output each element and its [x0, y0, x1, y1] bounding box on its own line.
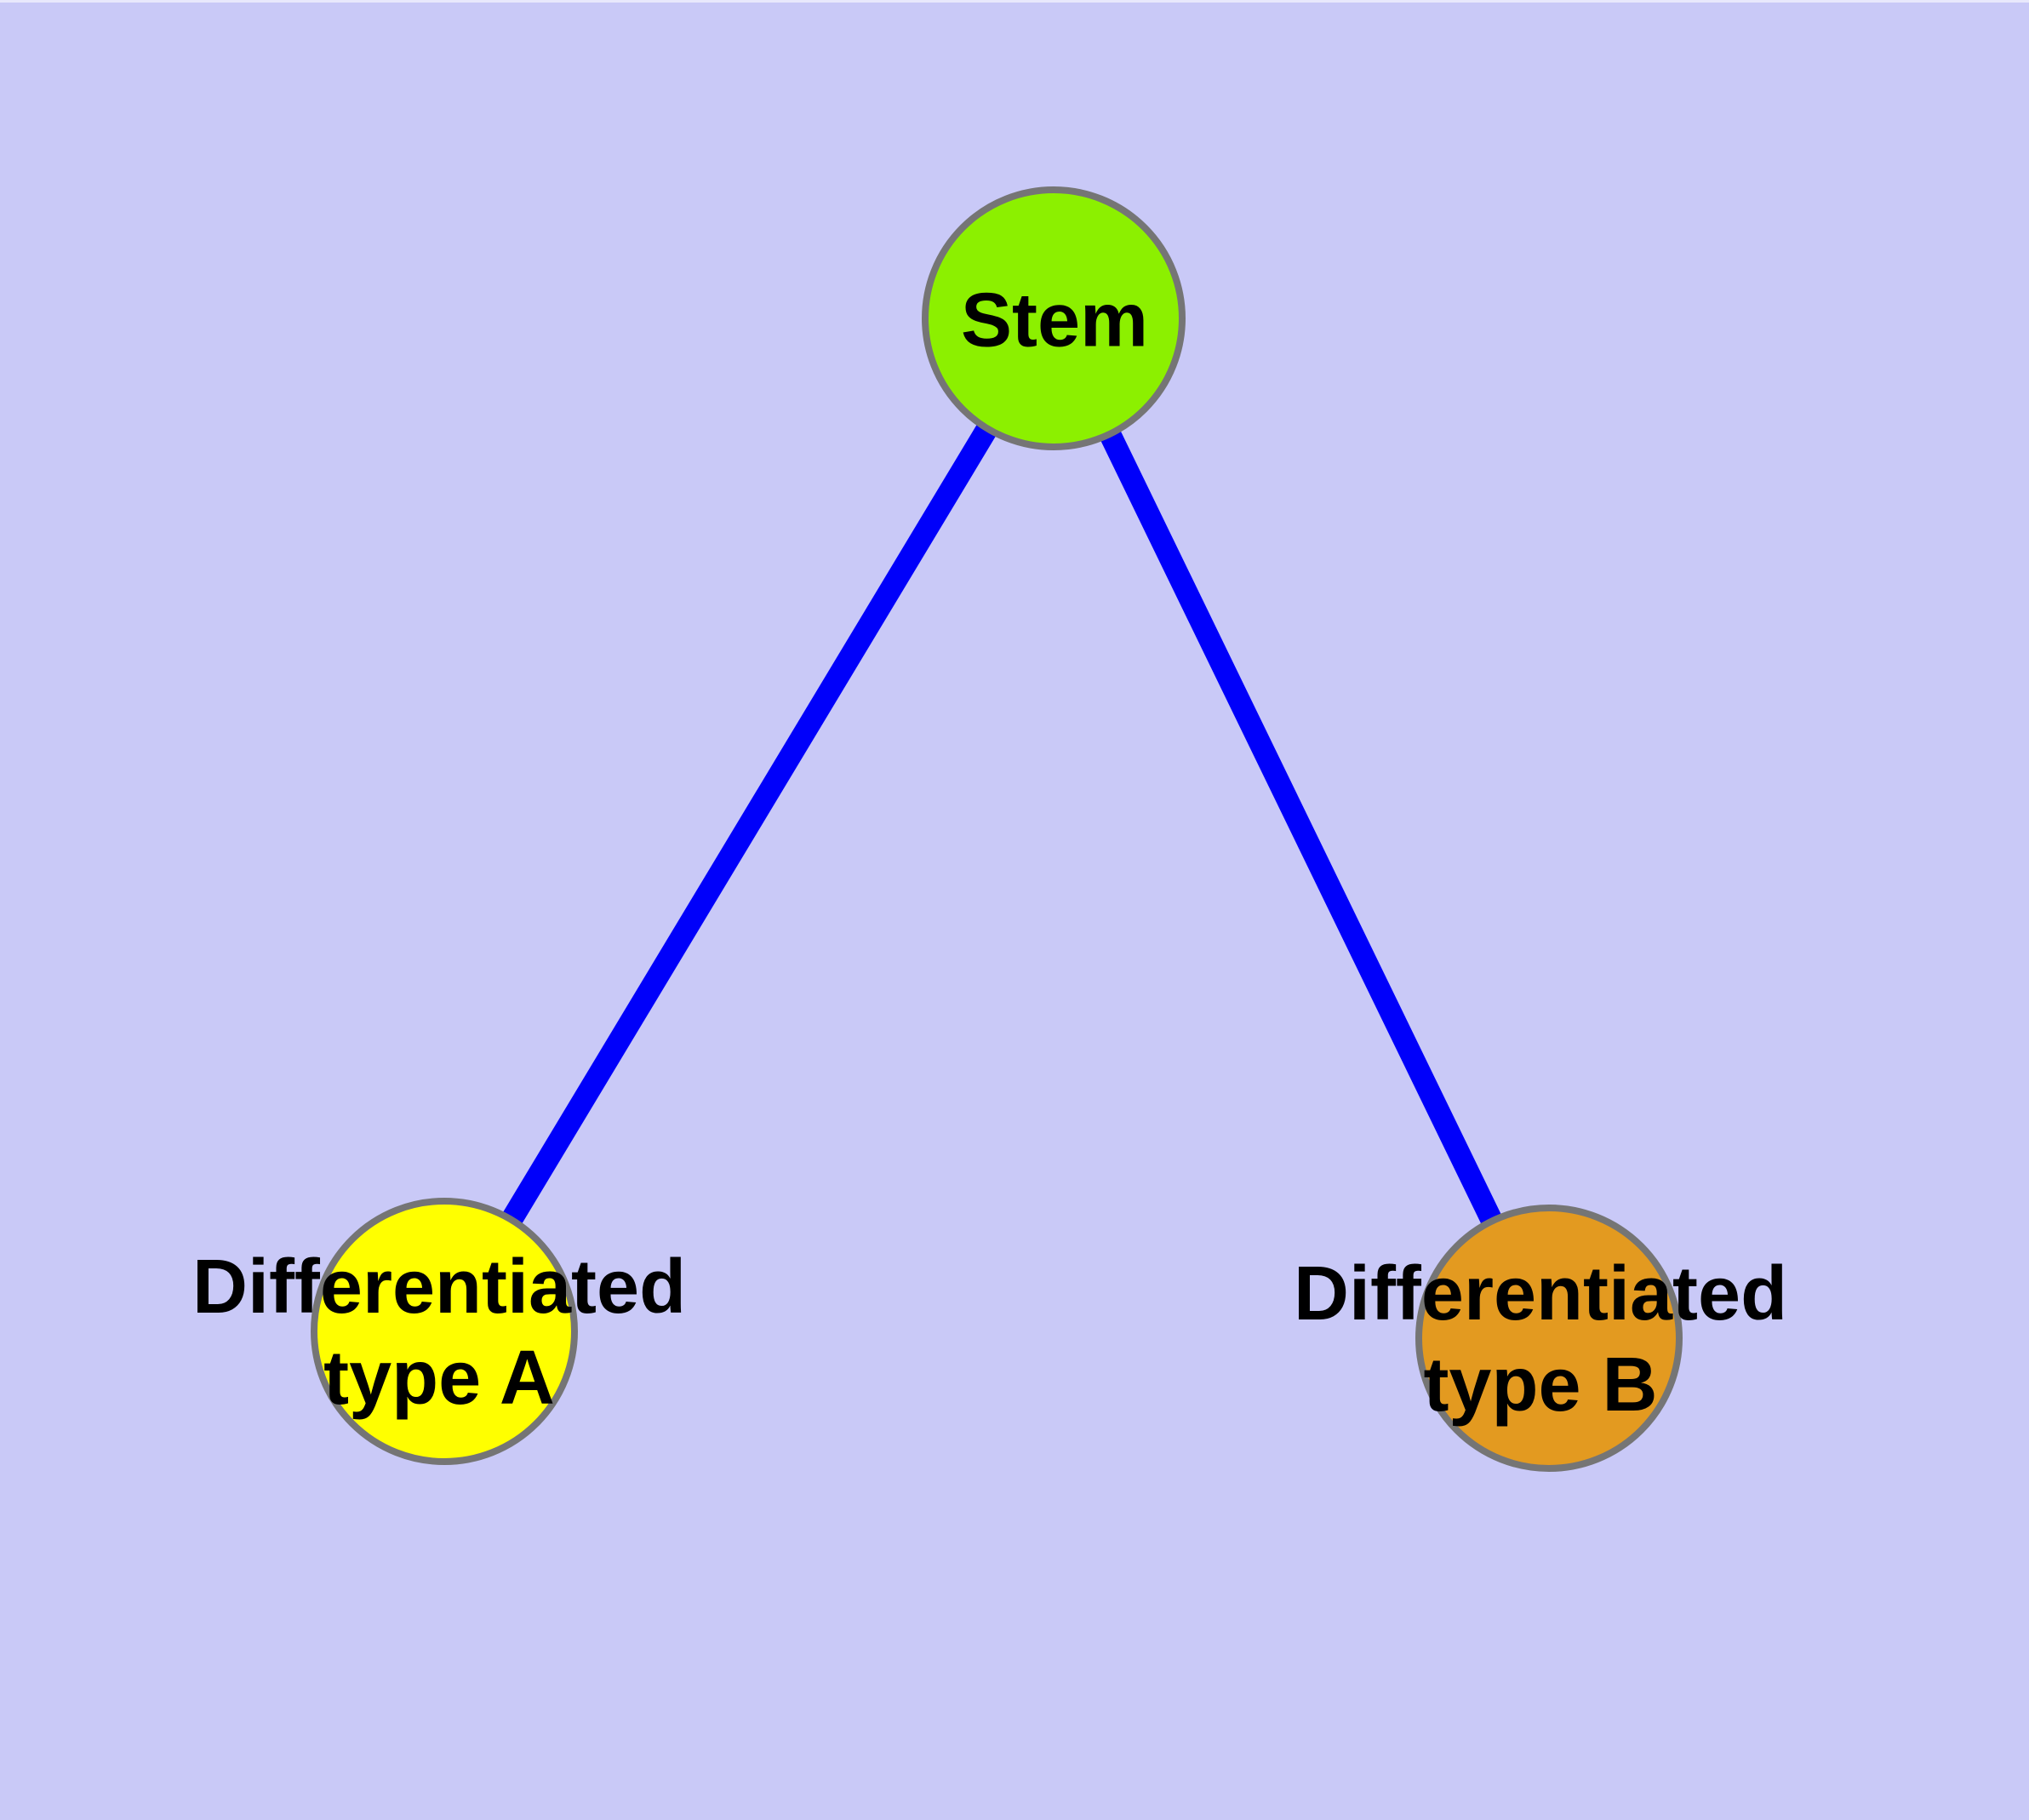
- edge-stem-to-type-a: [434, 312, 1064, 1337]
- edge-stem-to-type-b: [1043, 313, 1559, 1343]
- node-stem-label: Stem: [960, 278, 1149, 363]
- node-differentiated-type-b-label: Differentiated type B: [1293, 1251, 1788, 1428]
- node-stem: [922, 186, 1186, 450]
- node-differentiated-type-a-label: Differentiated type A: [191, 1245, 687, 1421]
- node-differentiated-type-b: [1415, 1205, 1683, 1472]
- node-differentiated-type-a: [311, 1198, 578, 1465]
- window-top-edge: [0, 0, 2029, 3]
